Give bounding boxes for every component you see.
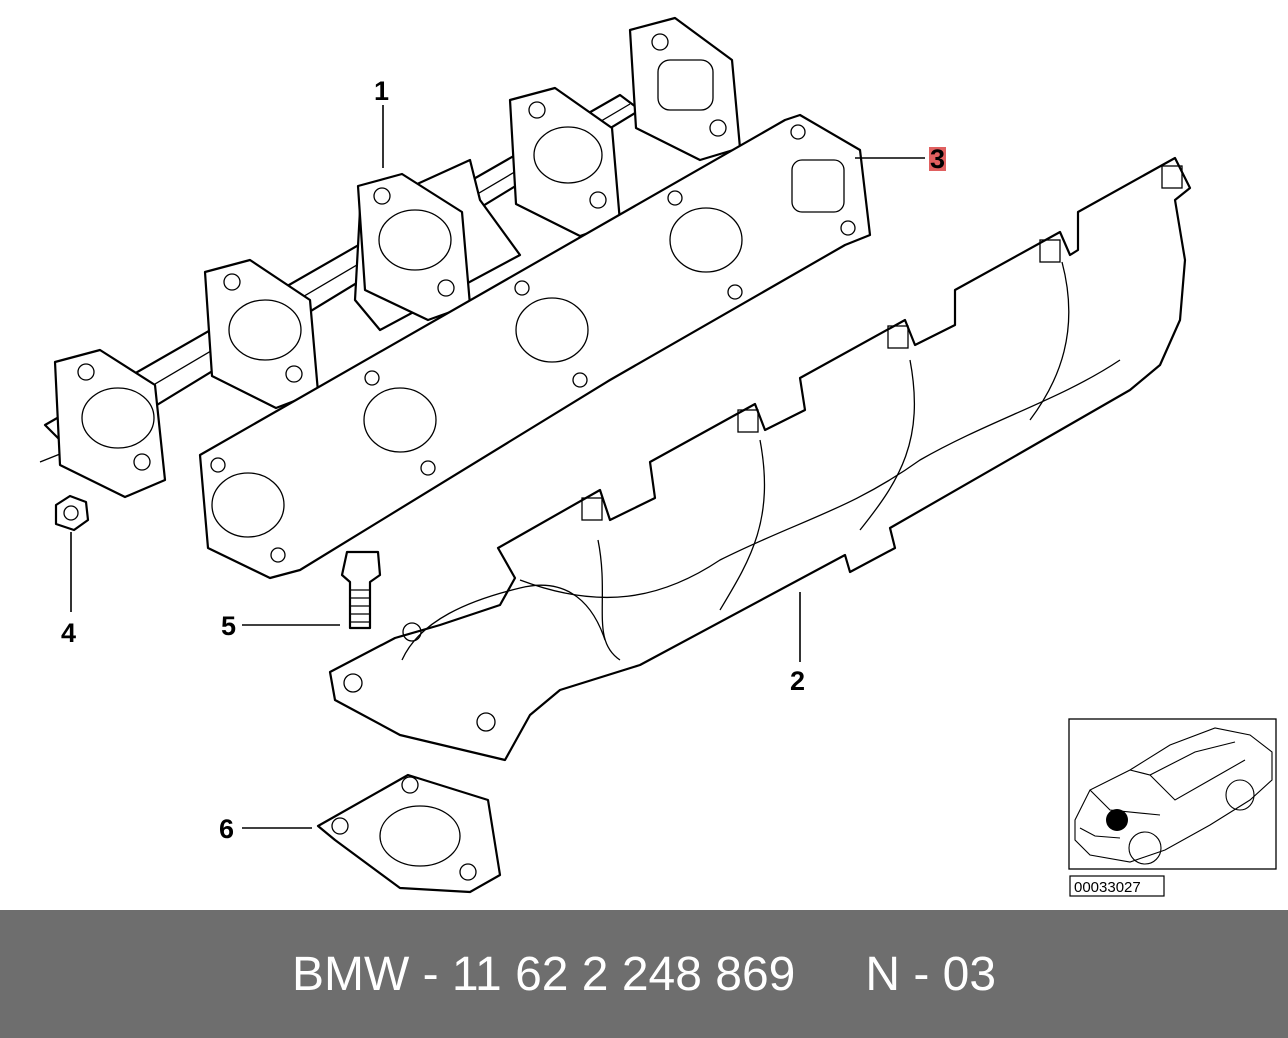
gasket-port — [210, 457, 286, 563]
part-1-flange — [203, 258, 320, 410]
reference-number: 00033027 — [1074, 879, 1141, 896]
callout-4: 4 — [61, 618, 76, 648]
part-1-egr-flange — [628, 16, 742, 162]
engine-location-marker — [1106, 809, 1128, 831]
callout-5: 5 — [221, 611, 236, 641]
part-6-outlet-gasket[interactable] — [316, 773, 502, 894]
callout-1: 1 — [374, 76, 389, 106]
part-5-stud-bolt[interactable] — [340, 550, 382, 630]
gasket-port — [363, 370, 437, 476]
gasket-egr-port — [790, 124, 856, 236]
callout-2: 2 — [790, 666, 805, 696]
exploded-parts-diagram: 1 2 3 4 5 6 00033027 — [39, 16, 1277, 897]
vehicle-location-inset: 00033027 — [1068, 718, 1277, 897]
part-3-manifold-gasket[interactable] — [198, 113, 872, 580]
part-1-exhaust-manifold[interactable] — [39, 16, 742, 499]
callout-3: 3 — [930, 144, 945, 174]
gasket-port — [514, 280, 589, 388]
callout-6: 6 — [219, 814, 234, 844]
gasket-port — [667, 190, 743, 300]
part-number: BMW - 11 62 2 248 869 — [291, 947, 796, 1001]
part-4-nut[interactable] — [54, 494, 90, 532]
part-number-footer: BMW - 11 62 2 248 869 N - 03 — [0, 910, 1288, 1038]
part-2-heat-shield[interactable] — [328, 156, 1192, 762]
car-outline-icon — [1074, 727, 1273, 865]
part-1-flange — [53, 348, 167, 499]
callout-3-highlight — [929, 147, 946, 171]
variant-code: N - 03 — [865, 947, 997, 1001]
